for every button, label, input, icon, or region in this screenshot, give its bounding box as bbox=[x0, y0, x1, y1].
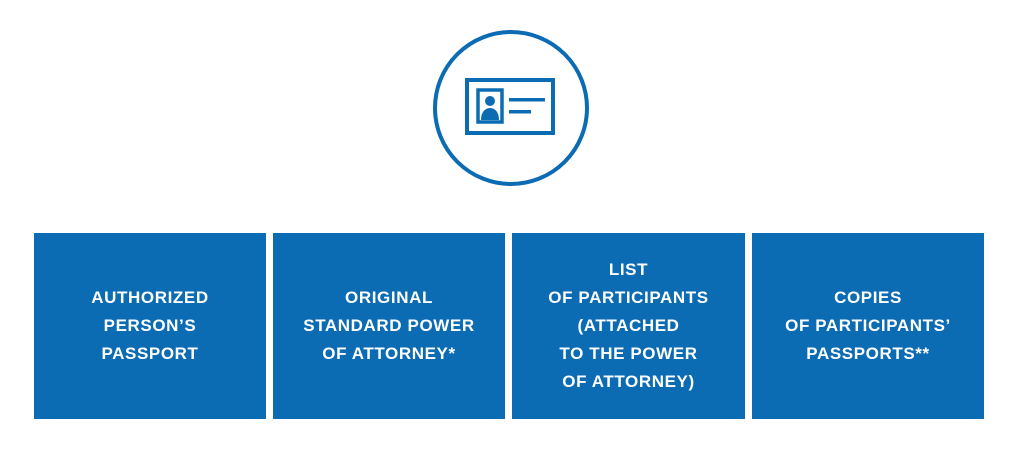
id-card-photo-frame bbox=[476, 88, 504, 124]
document-label: LIST OF PARTICIPANTS (ATTACHED TO THE PO… bbox=[548, 260, 709, 391]
document-box-power-of-attorney: ORIGINAL STANDARD POWER OF ATTORNEY* bbox=[273, 233, 505, 419]
document-label: ORIGINAL STANDARD POWER OF ATTORNEY* bbox=[303, 288, 475, 363]
document-box-participants-passports: COPIES OF PARTICIPANTS’ PASSPORTS** bbox=[752, 233, 984, 419]
id-card-outline bbox=[465, 78, 555, 135]
document-label: COPIES OF PARTICIPANTS’ PASSPORTS** bbox=[785, 288, 951, 363]
document-label: AUTHORIZED PERSON’S PASSPORT bbox=[91, 288, 209, 363]
document-box-authorized-passport: AUTHORIZED PERSON’S PASSPORT bbox=[34, 233, 266, 419]
id-card-icon bbox=[465, 78, 555, 135]
document-box-participants-list: LIST OF PARTICIPANTS (ATTACHED TO THE PO… bbox=[512, 233, 745, 419]
id-card-line-2 bbox=[509, 110, 531, 114]
id-card-icon-circle bbox=[433, 30, 589, 186]
id-card-person-head bbox=[485, 96, 495, 106]
id-card-person-body bbox=[481, 108, 499, 120]
id-card-line-1 bbox=[509, 98, 545, 102]
